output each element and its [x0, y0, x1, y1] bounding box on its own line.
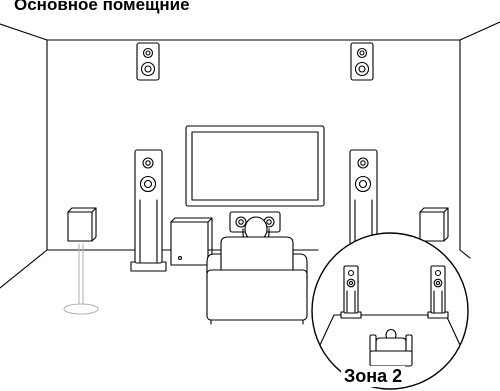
zone2-label: Зона 2 [341, 366, 405, 387]
tv-screen [186, 126, 324, 206]
front-tower-left [131, 150, 166, 271]
surround-speaker-right [420, 208, 448, 241]
subwoofer [171, 218, 212, 265]
zone2-speaker-left [341, 266, 361, 318]
zone2-speaker-right [428, 266, 448, 318]
surround-back-speaker-left [137, 43, 159, 80]
surround-speaker-left-on-stand [64, 208, 98, 314]
surround-back-speaker-right [351, 43, 373, 80]
listener-on-sofa [207, 217, 307, 324]
